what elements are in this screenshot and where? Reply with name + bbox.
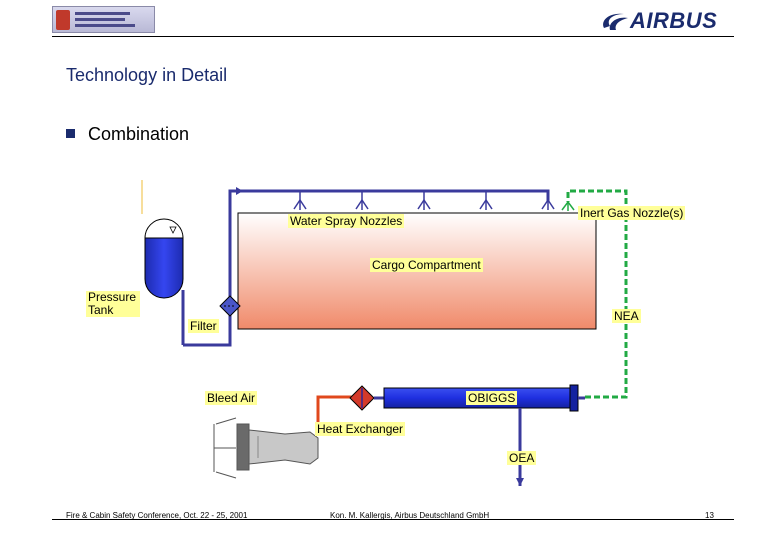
cargo-compartment-label: Cargo Compartment — [370, 258, 483, 272]
footer-conference: Fire & Cabin Safety Conference, Oct. 22 … — [66, 511, 248, 520]
bleed-air-line — [316, 395, 352, 428]
tank-level-indicator-icon — [169, 226, 177, 234]
header-rule — [52, 36, 734, 37]
oea-arrow-icon — [516, 478, 524, 486]
airbus-swirl-icon — [603, 13, 628, 30]
engine-icon — [213, 417, 319, 479]
logo-line — [75, 18, 125, 21]
obiggs-label: OBIGGS — [466, 391, 518, 405]
conference-logo — [52, 6, 155, 33]
bleed-air-label: Bleed Air — [205, 391, 258, 405]
brand-name: AIRBUS — [630, 8, 718, 33]
logo-badge-icon — [56, 10, 70, 30]
footer-rule — [52, 519, 734, 520]
inert-gas-nozzles-label: Inert Gas Nozzle(s) — [578, 206, 686, 220]
water-flow-arrow-icon — [236, 187, 243, 195]
obiggs-end-cap — [569, 384, 579, 412]
footer-author: Kon. M. Kallergis, Airbus Deutschland Gm… — [330, 511, 490, 520]
pressure-tank-label: Pressure Tank — [86, 291, 140, 317]
logo-line — [75, 24, 135, 27]
oea-label: OEA — [507, 451, 537, 465]
page-title: Technology in Detail — [66, 65, 228, 85]
inert-gas-nozzle-icon — [561, 201, 575, 211]
inert-gas-line — [566, 189, 628, 399]
water-spray-nozzle-icons — [293, 191, 555, 210]
bullet-text: Combination — [88, 124, 190, 144]
bullet-square-icon — [66, 129, 75, 138]
water-spray-line — [183, 189, 550, 347]
nea-label: NEA — [612, 309, 641, 323]
page-number: 13 — [705, 511, 714, 520]
filter-label: Filter — [188, 319, 219, 333]
logo-line — [75, 12, 130, 15]
heat-exchanger-label: Heat Exchanger — [315, 422, 406, 436]
water-spray-nozzles-label: Water Spray Nozzles — [288, 214, 405, 228]
tank-top-cap — [144, 218, 184, 239]
